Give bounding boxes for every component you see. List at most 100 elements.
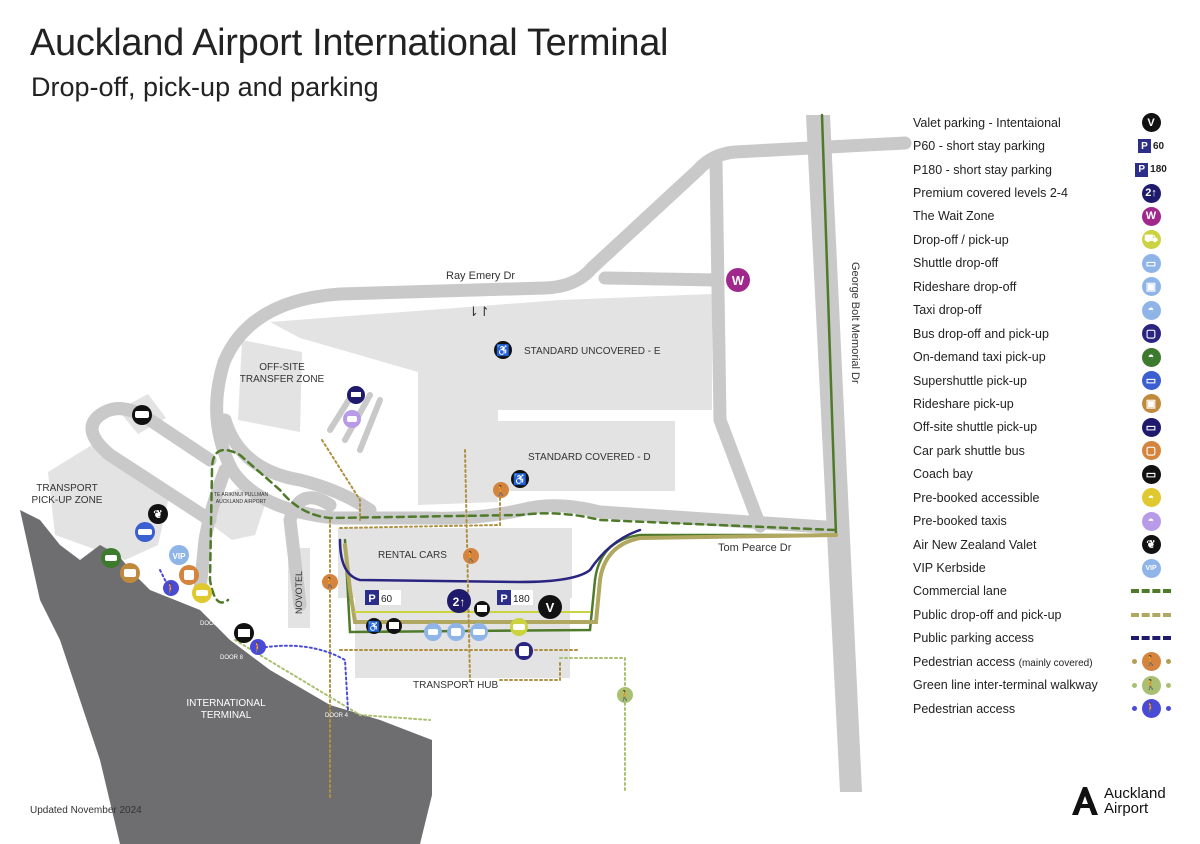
vip-icon: VIP (1129, 558, 1173, 578)
vip-kerbside-marker[interactable]: VIP (169, 545, 189, 565)
novotel-label: NOVOTEL (294, 571, 304, 614)
legend-label: Public parking access (913, 631, 1034, 645)
shuttle-dropoff-marker[interactable] (470, 623, 488, 641)
pedestrian-covered-marker: 🚶 (322, 574, 338, 590)
wait-zone-marker[interactable]: W (726, 268, 750, 292)
accessible-parking-icon: ♿ (511, 470, 529, 488)
bus-icon: ▢ (1129, 324, 1173, 344)
prebooked-taxi-marker[interactable] (343, 410, 361, 428)
commercial-lane-icon (1129, 589, 1173, 594)
rideshare-pickup-marker[interactable] (120, 563, 140, 583)
legend-label-text: Pedestrian access (913, 701, 1016, 716)
hotel-label-2: AUCKLAND AIRPORT (216, 499, 266, 505)
legend-label-text: The Wait Zone (913, 209, 995, 224)
legend-label: Commercial lane (913, 584, 1007, 598)
legend-label-text: Pedestrian access (913, 654, 1016, 669)
standard-uncovered-label: STANDARD UNCOVERED - E (524, 346, 661, 357)
car-dropoff-marker[interactable] (510, 618, 528, 636)
legend-item: Rideshare drop-off ▣ (913, 275, 1173, 298)
page-subtitle: Drop-off, pick-up and parking (31, 72, 379, 102)
terminal-label-2: TERMINAL (201, 710, 252, 721)
shuttle-icon: ▭ (1129, 371, 1173, 391)
legend-label-text: Coach bay (913, 467, 973, 482)
valet-icon: V (1129, 113, 1173, 133)
svg-text:P: P (500, 593, 507, 605)
legend-label-text: Rideshare drop-off (913, 279, 1017, 294)
legend-label-text: Off-site shuttle pick-up (913, 420, 1038, 435)
svg-text:♿: ♿ (513, 473, 527, 486)
map-labels: Ray Emery Dr ⇂↾ George Bolt Memorial Dr … (32, 262, 861, 721)
page-title: Auckland Airport International Terminal (30, 22, 669, 64)
legend-item: Supershuttle pick-up ▭ (913, 369, 1173, 392)
legend-icon-glyph: ◓ (1141, 347, 1161, 367)
legend-label: Public drop-off and pick-up (913, 608, 1061, 622)
parking-access-lane-icon (1129, 636, 1173, 641)
rideshare-dropoff-marker[interactable] (447, 623, 465, 641)
air-nz-icon: ❦ (1129, 535, 1173, 555)
legend-item: Pre-booked taxis◓ (913, 509, 1173, 532)
bus-marker[interactable] (515, 642, 533, 660)
coach-bay-marker[interactable] (132, 405, 152, 425)
commercial-lane-dashed (208, 448, 837, 604)
legend-label: Rideshare drop-off (913, 280, 1016, 294)
on-demand-taxi-marker[interactable] (101, 548, 121, 568)
svg-text:60: 60 (381, 594, 393, 605)
legend-label-text: Public drop-off and pick-up (913, 607, 1062, 622)
legend-label: Shuttle drop-off (913, 256, 998, 270)
prebooked-accessible-marker[interactable] (192, 583, 212, 603)
direction-arrows: ⇂↾ (468, 304, 490, 319)
legend-label-text: Air New Zealand Valet (913, 537, 1037, 552)
updated-date: Updated November 2024 (30, 805, 142, 816)
pedestrian-icon: 🚶 (1129, 652, 1173, 672)
rental-cars-label: RENTAL CARS (378, 550, 447, 561)
wait-zone-road (598, 271, 723, 287)
supershuttle-marker[interactable] (135, 522, 155, 542)
svg-text:🚶: 🚶 (495, 484, 507, 497)
offsite-shuttle-marker[interactable] (347, 386, 365, 404)
legend-label-text: Commercial lane (913, 584, 1007, 599)
legend-icon-glyph: ◓ (1141, 300, 1161, 320)
wait-zone-icon: W (1129, 206, 1173, 226)
legend-item: Off-site shuttle pick-up▭ (913, 416, 1173, 439)
air-nz-valet-marker[interactable]: ❦ (148, 504, 168, 524)
legend-label-text: Bus drop-off and pick-up (913, 326, 1049, 341)
george-bolt-dr-label: George Bolt Memorial Dr (849, 262, 861, 384)
legend-label-text: Drop-off / pick-up (913, 232, 1009, 247)
golf-cart-marker (386, 618, 402, 634)
legend-icon-glyph: ▣ (1141, 277, 1161, 297)
car-park-shuttle-marker[interactable] (179, 565, 199, 585)
legend-label-text: On-demand taxi pick-up (913, 350, 1046, 365)
door11-label: DOOR 11 (200, 621, 227, 627)
standard-covered-label: STANDARD COVERED - D (528, 452, 651, 463)
logo-line-1: Auckland (1104, 785, 1166, 802)
premium-covered-marker[interactable]: 2↑ (447, 589, 471, 613)
pedestrian-covered-marker: 🚶 (463, 548, 479, 564)
legend-label: Supershuttle pick-up (913, 374, 1027, 388)
legend-label: Valet parking - Intentaional (913, 116, 1061, 130)
taxi-icon: ◓ (1129, 347, 1173, 367)
legend-label-text: Premium covered levels 2-4 (913, 186, 1068, 201)
taxi-dropoff-marker[interactable] (424, 623, 442, 641)
legend-label: Green line inter-terminal walkway (913, 678, 1098, 692)
roads (85, 136, 912, 612)
pedestrian-path (159, 569, 349, 711)
hotel-building (212, 488, 265, 540)
logo-line-2: Airport (1104, 800, 1149, 817)
golf-cart-marker (234, 623, 254, 643)
legend-label: VIP Kerbside (913, 561, 986, 575)
svg-text:🚶: 🚶 (324, 576, 336, 589)
svg-text:2↑: 2↑ (453, 595, 466, 609)
svg-text:❦: ❦ (153, 509, 162, 521)
legend-icon-glyph: ▭ (1141, 253, 1161, 273)
legend-item: Commercial lane (913, 580, 1173, 603)
valet-marker[interactable]: V (538, 595, 562, 619)
